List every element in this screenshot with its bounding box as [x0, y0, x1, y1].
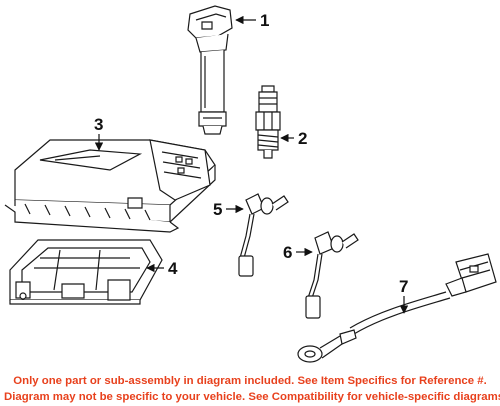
callout-7: 7	[399, 277, 408, 314]
parts-diagram: 1 2 3 4 5 6 7	[0, 0, 500, 370]
callout-5: 5	[213, 200, 244, 219]
ignition-coil	[188, 6, 232, 134]
callout-6: 6	[283, 243, 313, 262]
camshaft-sensor-6	[306, 232, 358, 318]
knock-sensor	[298, 254, 496, 362]
callout-label-4: 4	[168, 259, 178, 278]
callout-label-5: 5	[213, 200, 222, 219]
callout-4: 4	[146, 259, 178, 278]
spark-plug	[256, 86, 280, 158]
callout-label-2: 2	[298, 129, 307, 148]
camshaft-sensor-5	[239, 194, 288, 276]
callout-label-3: 3	[94, 115, 103, 134]
ecm-bracket	[10, 240, 162, 304]
disclaimer-line-1: Only one part or sub-assembly in diagram…	[13, 375, 487, 387]
disclaimer-line-2: Diagram may not be specific to your vehi…	[4, 391, 500, 403]
callout-1: 1	[235, 11, 269, 30]
callout-3: 3	[94, 115, 103, 151]
disclaimer-banner: Only one part or sub-assembly in diagram…	[0, 372, 500, 406]
callout-label-6: 6	[283, 243, 292, 262]
callout-2: 2	[280, 129, 307, 148]
engine-control-module	[5, 140, 215, 232]
callout-label-1: 1	[260, 11, 269, 30]
callout-label-7: 7	[399, 277, 408, 296]
